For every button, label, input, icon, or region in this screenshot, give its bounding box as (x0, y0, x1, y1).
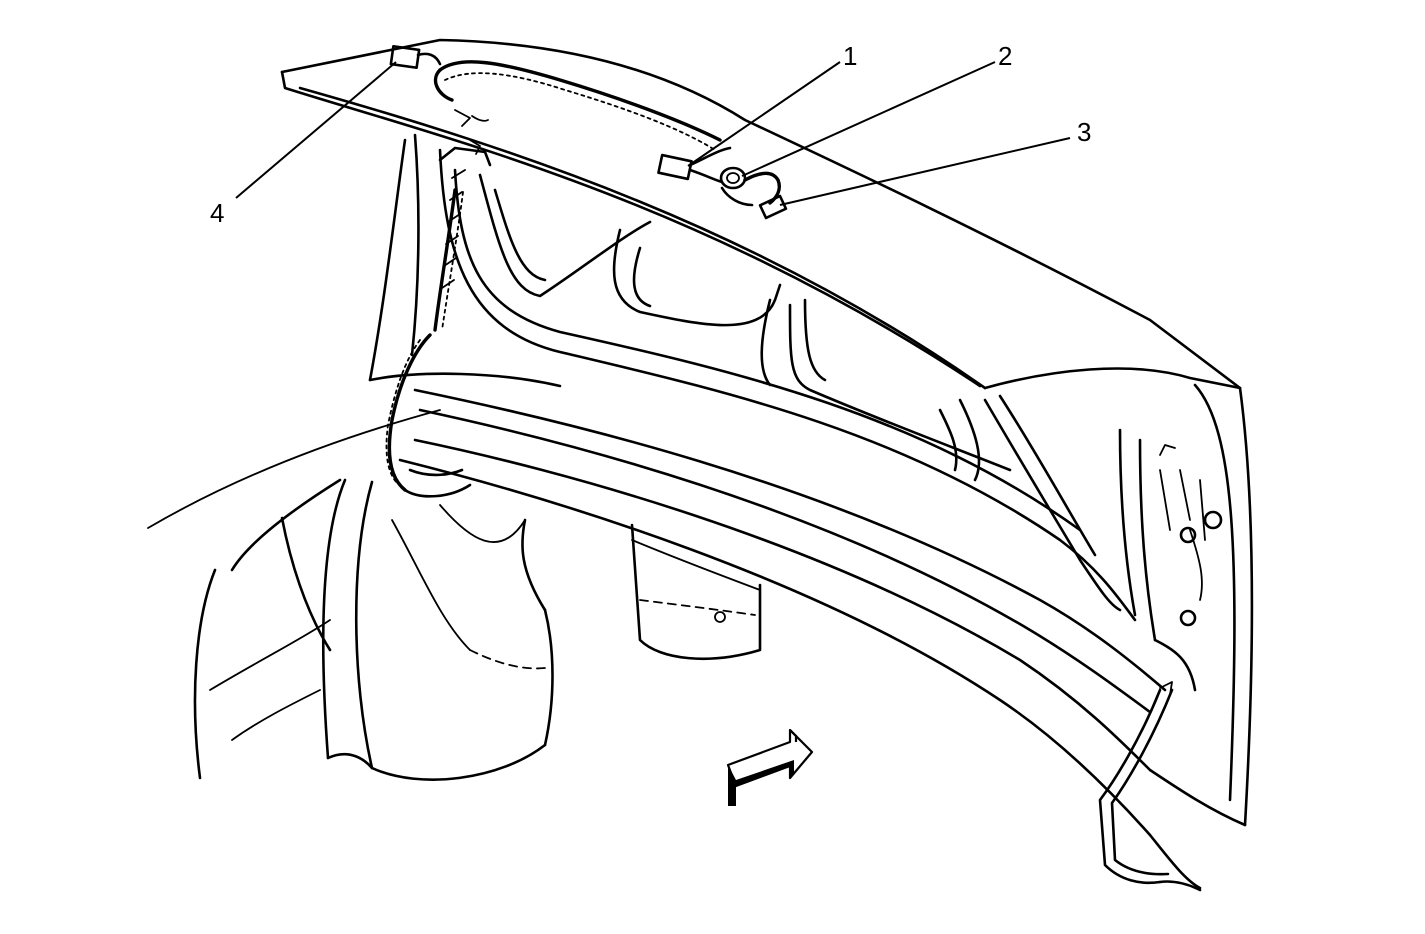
deck-lid-inner-frame (398, 146, 1223, 890)
callout-1-number: 1 (843, 41, 857, 71)
connector-1 (657, 146, 732, 184)
callout-4: 4 (210, 61, 397, 228)
front-of-vehicle-arrow (726, 728, 814, 806)
callout-2-number: 2 (998, 41, 1012, 71)
callout-4-number: 4 (210, 198, 224, 228)
wiring-harness (385, 60, 722, 498)
connector-3 (743, 171, 788, 220)
deck-lid (280, 38, 1254, 827)
torque-rod (1098, 681, 1202, 892)
fuel-tank-bracket (630, 523, 762, 660)
callout-1: 1 (687, 41, 857, 167)
wheelhouse (280, 480, 554, 781)
trunk-side-panel (147, 409, 441, 780)
grommet-2 (719, 166, 754, 207)
callout-3-number: 3 (1077, 117, 1091, 147)
connector-4 (389, 44, 442, 70)
callout-3: 3 (779, 117, 1091, 206)
callout-2: 2 (741, 41, 1012, 177)
